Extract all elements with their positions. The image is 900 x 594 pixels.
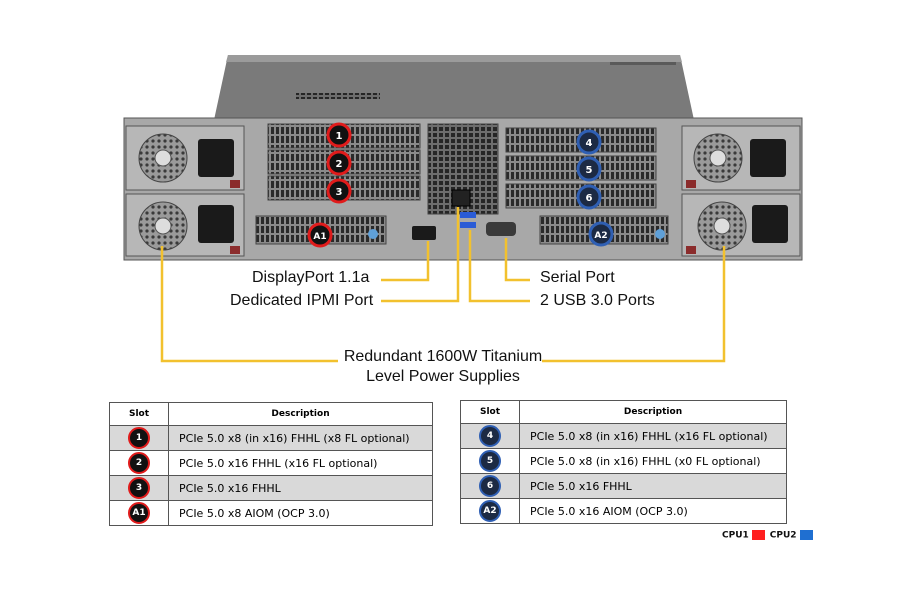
server-badge-3: 3 [326, 178, 352, 204]
slot-description: PCIe 5.0 x16 FHHL [168, 475, 433, 501]
legend-cpu1-label: CPU1 [722, 530, 749, 541]
legend-cpu1-swatch [751, 530, 765, 540]
slot-badge: 4 [479, 425, 501, 447]
svg-text:1: 1 [336, 131, 343, 142]
psu-left-top [125, 125, 245, 191]
slot-description: PCIe 5.0 x16 AIOM (OCP 3.0) [519, 498, 787, 524]
svg-text:2: 2 [336, 159, 343, 170]
slot-description: PCIe 5.0 x16 FHHL (x16 FL optional) [168, 450, 433, 476]
server-badge-2: 2 [326, 150, 352, 176]
ipmi-port-label: Dedicated IPMI Port [230, 292, 374, 309]
table-row: A2 PCIe 5.0 x16 AIOM (OCP 3.0) [460, 498, 787, 524]
chassis-top [214, 55, 694, 120]
psu-right-bottom [681, 193, 801, 257]
slot-description: PCIe 5.0 x8 AIOM (OCP 3.0) [168, 500, 433, 526]
table-header-slot: Slot [460, 400, 520, 424]
slot-badge: A2 [479, 500, 501, 522]
callout-lines [160, 207, 726, 363]
displayport-label: DisplayPort 1.1a [252, 269, 370, 286]
svg-text:3: 3 [336, 187, 343, 198]
slot-description: PCIe 5.0 x8 (in x16) FHHL (x8 FL optiona… [168, 425, 433, 451]
legend-cpu2-swatch [799, 530, 813, 540]
psu-label-line1: Redundant 1600W Titanium [343, 348, 543, 365]
usb-port-2 [460, 222, 476, 228]
server-badge-a1: A1 [307, 222, 333, 248]
usb-ports-label: 2 USB 3.0 Ports [540, 292, 655, 309]
table-header-description: Description [519, 400, 787, 424]
slot-table-cpu2: Slot Description 4 PCIe 5.0 x8 (in x16) … [460, 400, 787, 524]
slot-badge: 1 [128, 427, 150, 449]
server-badge-5: 5 [576, 156, 602, 182]
slot-badge: 5 [479, 450, 501, 472]
legend-cpu2-label: CPU2 [769, 530, 797, 541]
svg-text:6: 6 [586, 193, 593, 204]
table-header-slot: Slot [109, 402, 169, 426]
serial-port [486, 222, 516, 236]
displayport [412, 226, 436, 240]
table-row: 3 PCIe 5.0 x16 FHHL [109, 475, 433, 501]
slot-badge: A1 [128, 502, 150, 524]
slot-badge: 3 [128, 477, 150, 499]
table-header-description: Description [168, 402, 433, 426]
svg-text:A1: A1 [313, 232, 326, 242]
psu-label-line2: Level Power Supplies [366, 368, 520, 385]
server-badge-6: 6 [576, 184, 602, 210]
cpu-legend: CPU1 CPU2 [722, 530, 818, 541]
slot-badge: 2 [128, 452, 150, 474]
svg-text:4: 4 [586, 138, 593, 149]
serial-port-label: Serial Port [540, 269, 615, 286]
table-row: A1 PCIe 5.0 x8 AIOM (OCP 3.0) [109, 500, 433, 526]
slot-badge: 6 [479, 475, 501, 497]
server-badge-1: 1 [326, 122, 352, 148]
table-row: 4 PCIe 5.0 x8 (in x16) FHHL (x16 FL opti… [460, 423, 787, 449]
table-row: 1 PCIe 5.0 x8 (in x16) FHHL (x8 FL optio… [109, 425, 433, 451]
psu-left-bottom [125, 193, 245, 257]
server-badge-a2: A2 [588, 221, 614, 247]
slot-table-cpu1: Slot Description 1 PCIe 5.0 x8 (in x16) … [109, 402, 433, 526]
slot-description: PCIe 5.0 x8 (in x16) FHHL (x0 FL optiona… [519, 448, 787, 474]
table-row: 5 PCIe 5.0 x8 (in x16) FHHL (x0 FL optio… [460, 448, 787, 474]
ipmi-port [451, 189, 471, 207]
table-row: 6 PCIe 5.0 x16 FHHL [460, 473, 787, 499]
slot-description: PCIe 5.0 x16 FHHL [519, 473, 787, 499]
psu-right-top [681, 125, 801, 191]
table-row: 2 PCIe 5.0 x16 FHHL (x16 FL optional) [109, 450, 433, 476]
server-rear-view: 1 2 3 A1 4 5 6 A2 [123, 55, 803, 363]
svg-text:5: 5 [586, 165, 593, 176]
psu-label: Redundant 1600W Titanium Level Power Sup… [338, 347, 548, 387]
usb-port-1 [460, 212, 476, 218]
server-badge-4: 4 [576, 129, 602, 155]
svg-text:A2: A2 [594, 231, 607, 241]
slot-description: PCIe 5.0 x8 (in x16) FHHL (x16 FL option… [519, 423, 787, 449]
